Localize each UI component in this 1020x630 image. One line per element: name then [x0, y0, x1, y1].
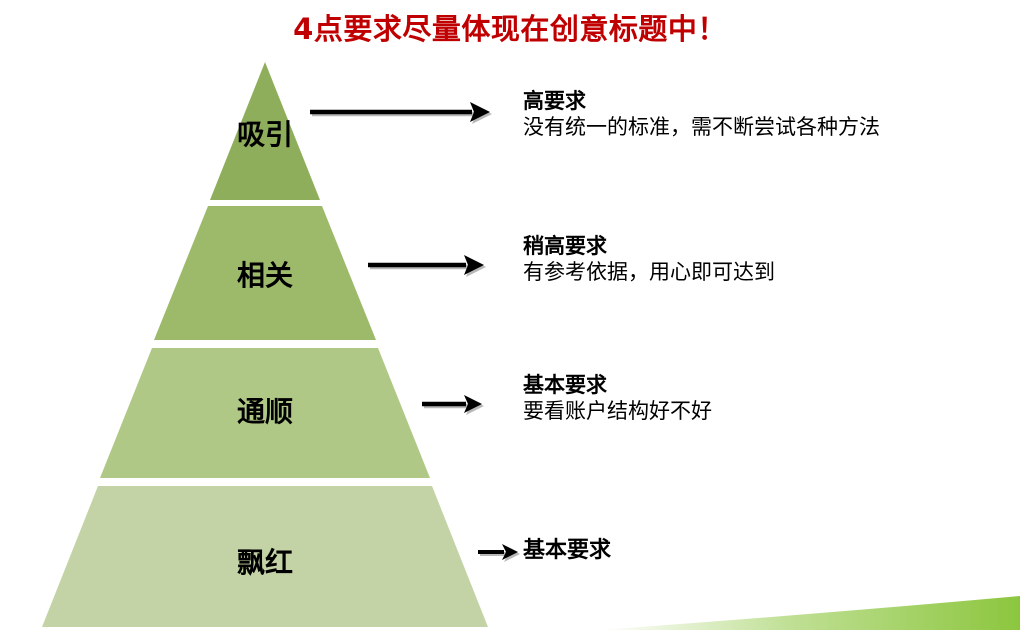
- arrow-to-slightly-high-requirement: [368, 255, 486, 277]
- pyramid-tier-3-shape[interactable]: [100, 348, 430, 478]
- pyramid-tier-4-label: 飘红: [237, 546, 293, 579]
- annotation-4: 基本要求: [523, 538, 611, 565]
- arrow-to-basic-requirement-bold: [478, 544, 520, 562]
- pyramid-tier-4-shape[interactable]: [42, 486, 488, 627]
- annotation-2: 稍高要求 有参考依据，用心即可达到: [523, 234, 775, 285]
- annotation-1: 高要求 没有统一的标准，需不断尝试各种方法: [523, 89, 880, 140]
- annotation-2-body: 有参考依据，用心即可达到: [523, 259, 775, 284]
- annotation-1-heading: 高要求: [523, 89, 586, 113]
- pyramid-diagram: 吸引 相关 通顺 飘红: [42, 62, 488, 627]
- pyramid-tier-1-shape[interactable]: [210, 62, 320, 200]
- page-title: 4点要求尽量体现在创意标题中！: [293, 12, 727, 46]
- annotation-2-heading: 稍高要求: [523, 234, 607, 258]
- pyramid-tier-3-label: 通顺: [237, 395, 293, 428]
- annotation-3: 基本要求 要看账户结构好不好: [523, 373, 712, 424]
- pyramid-tier-2-shape[interactable]: [154, 206, 376, 340]
- annotation-1-body: 没有统一的标准，需不断尝试各种方法: [523, 114, 880, 139]
- pyramid-tier-1-label: 吸引: [237, 118, 293, 151]
- annotation-4-heading: 基本要求: [523, 538, 612, 563]
- annotation-3-body: 要看账户结构好不好: [523, 398, 712, 423]
- pyramid-tier-2-label: 相关: [237, 259, 293, 292]
- arrow-to-basic-requirement-structure: [422, 395, 484, 415]
- arrow-to-high-requirement: [310, 102, 492, 124]
- annotation-3-heading: 基本要求: [523, 373, 607, 397]
